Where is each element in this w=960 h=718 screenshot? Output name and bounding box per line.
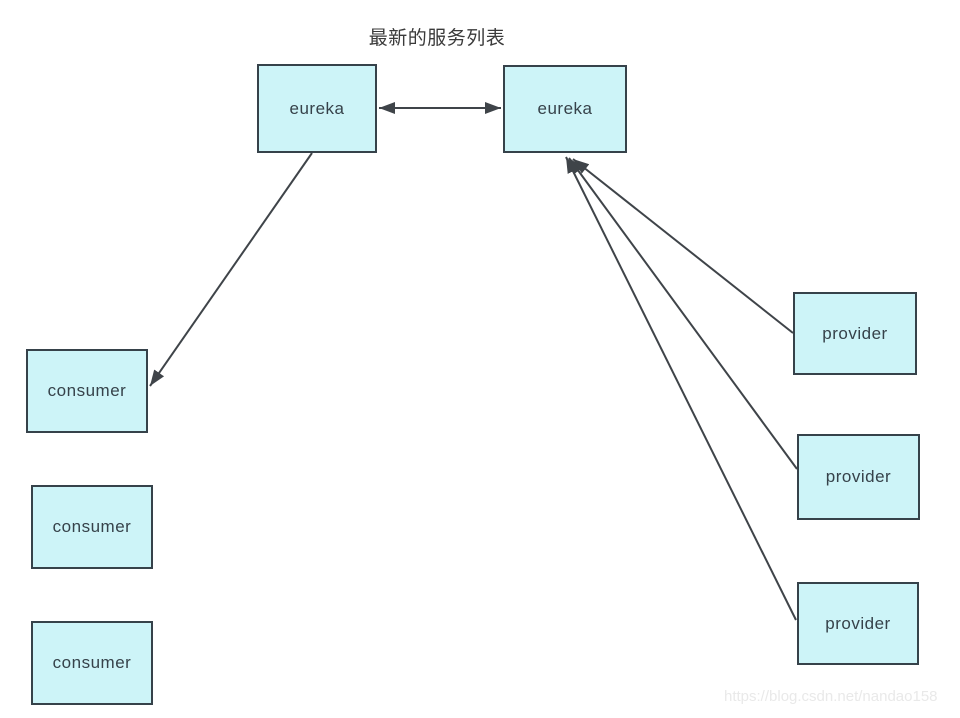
node-provider-2-label: provider xyxy=(825,467,892,486)
node-eureka-right-label: eureka xyxy=(537,99,593,118)
edge-provider-2-to-eureka-right xyxy=(568,157,798,470)
edge-provider-3-to-eureka-right xyxy=(565,156,797,621)
edge-eureka-left-to-consumer-1 xyxy=(149,152,313,387)
node-provider-3: provider xyxy=(797,582,919,665)
node-consumer-1-label: consumer xyxy=(47,381,127,400)
node-eureka-right: eureka xyxy=(503,65,627,153)
node-provider-2: provider xyxy=(797,434,920,520)
node-consumer-3: consumer xyxy=(31,621,153,705)
node-consumer-1: consumer xyxy=(26,349,148,433)
node-consumer-2: consumer xyxy=(31,485,153,569)
node-eureka-left: eureka xyxy=(257,64,377,153)
node-eureka-left-label: eureka xyxy=(289,98,345,118)
node-consumer-2-label: consumer xyxy=(52,517,132,536)
watermark: https://blog.csdn.net/nandao158 xyxy=(724,688,938,705)
node-provider-1-label: provider xyxy=(822,323,888,343)
edge-provider-1-to-eureka-right xyxy=(572,158,794,334)
node-provider-3-label: provider xyxy=(825,613,891,633)
node-consumer-3-label: consumer xyxy=(52,653,132,672)
node-provider-1: provider xyxy=(793,292,917,375)
diagram-title: 最新的服务列表 xyxy=(368,28,506,49)
